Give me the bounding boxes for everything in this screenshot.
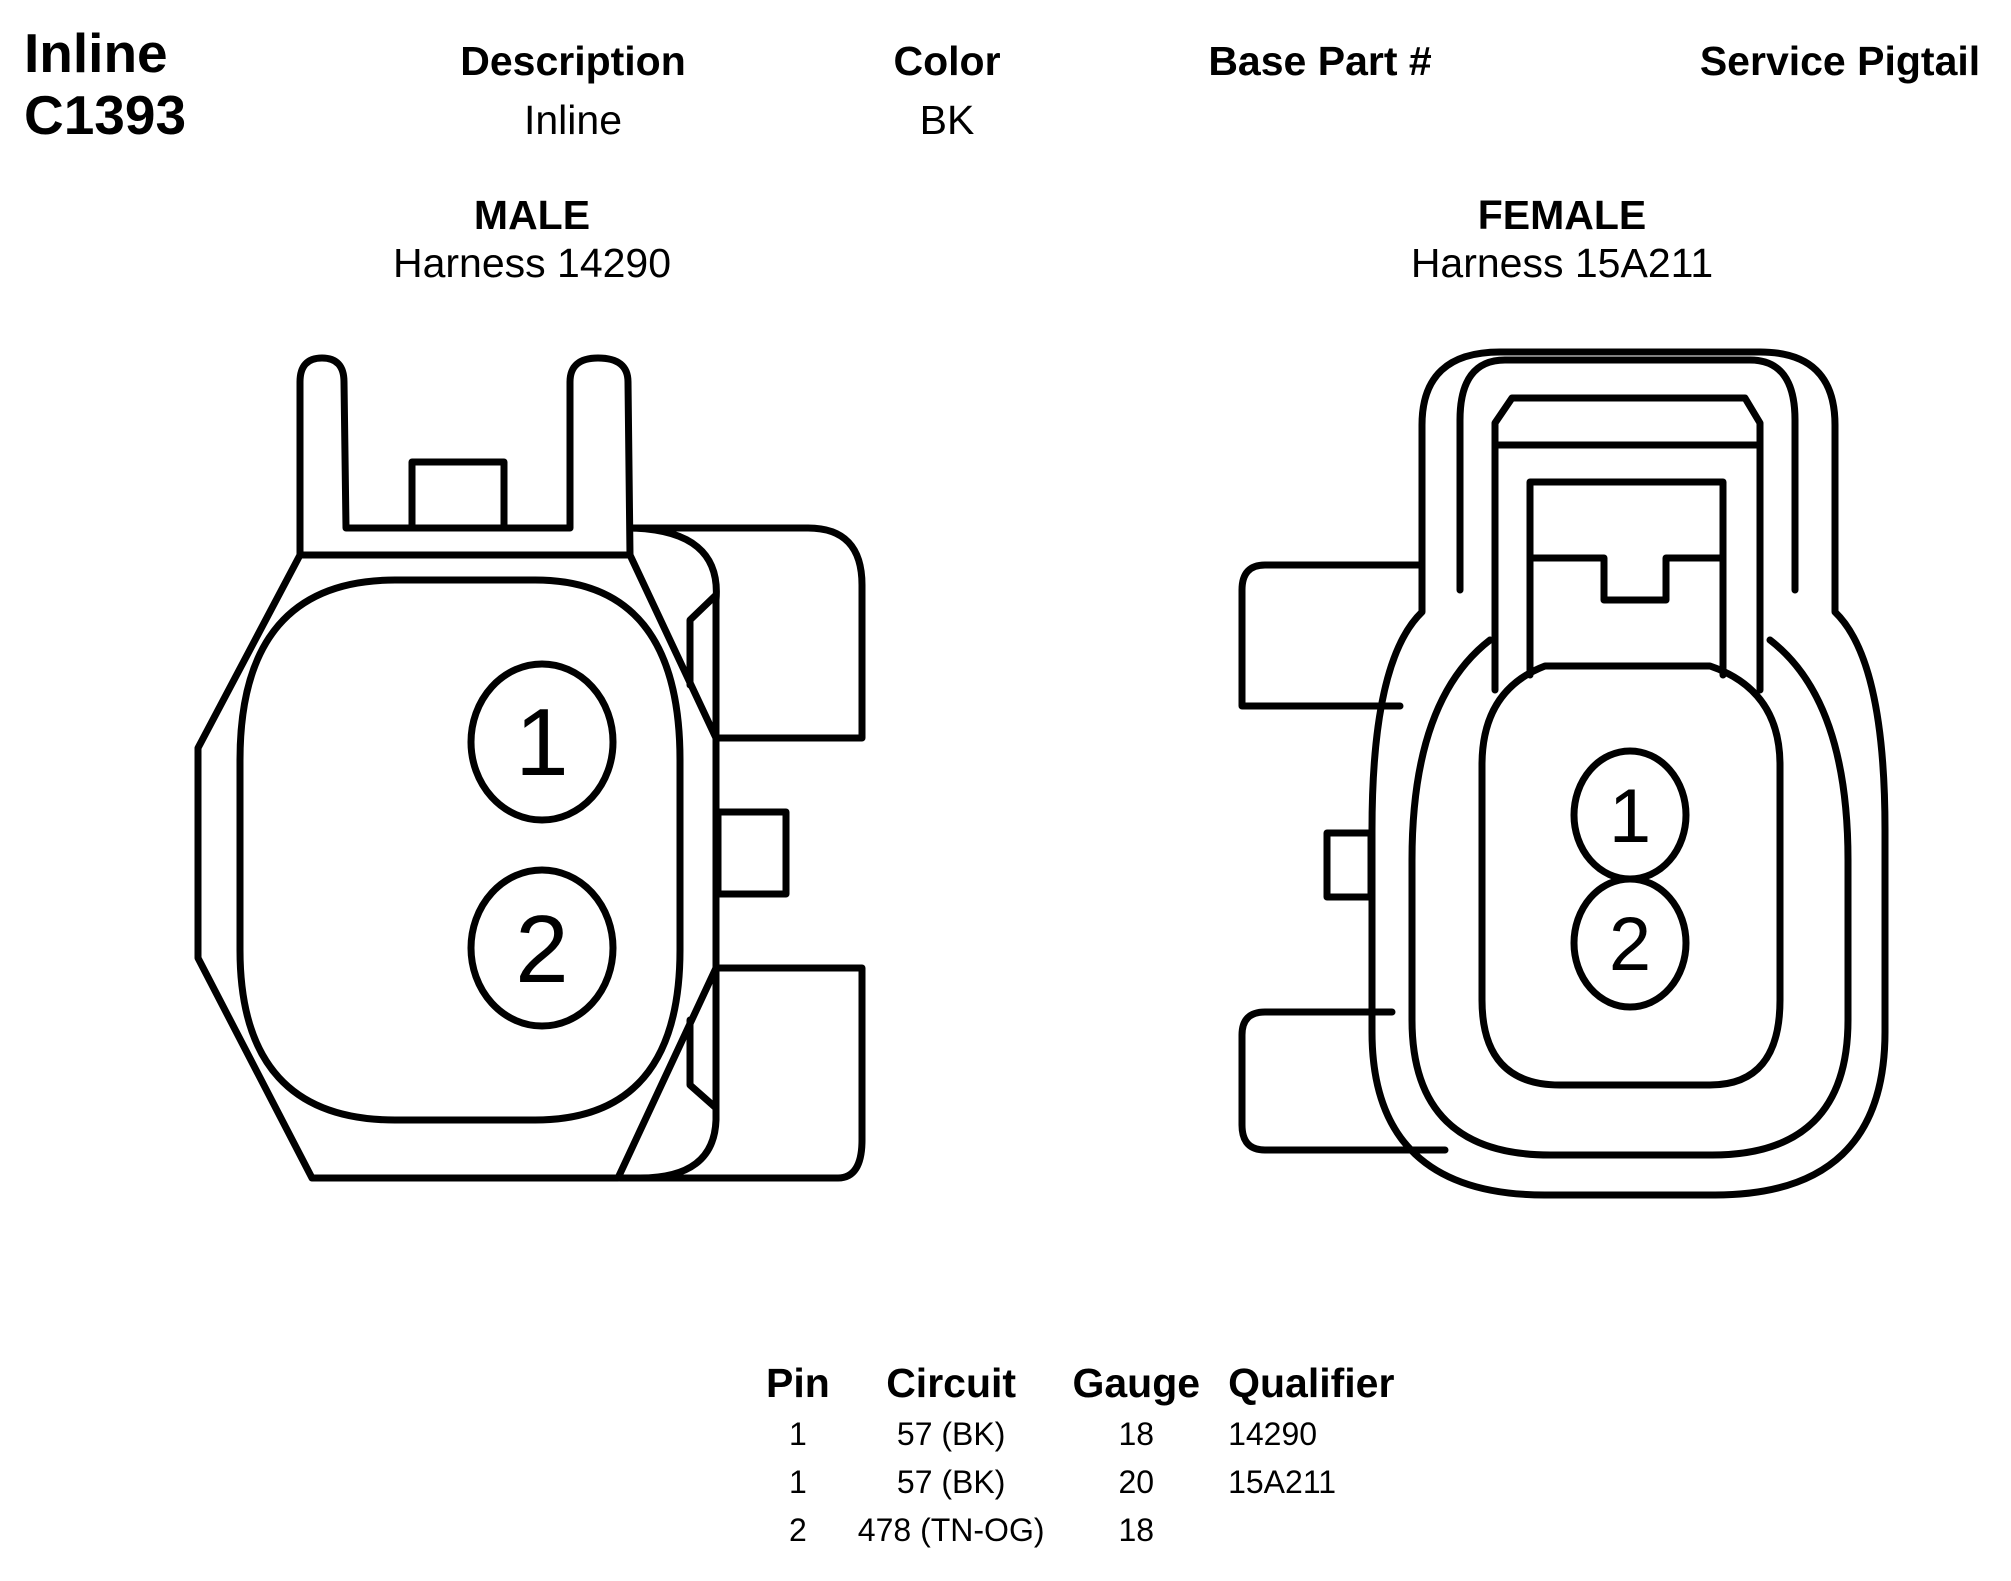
male-side-wall bbox=[626, 524, 720, 1182]
male-pin-2-circle bbox=[467, 866, 617, 1030]
pin-cell: 2 bbox=[789, 1511, 807, 1548]
male-side-tab bbox=[714, 808, 790, 898]
male-latch-upper bbox=[626, 524, 866, 742]
female-title: FEMALE bbox=[1477, 192, 1647, 238]
qualifier-column-header: Qualifier bbox=[1228, 1359, 1395, 1406]
female-hood-inner bbox=[1456, 356, 1799, 594]
description-header: Description bbox=[460, 38, 686, 84]
pin-cell: 1 bbox=[789, 1415, 807, 1452]
male-pin-1-circle bbox=[467, 660, 617, 824]
female-ring bbox=[1408, 636, 1852, 1159]
qualifier-cell: 15A211 bbox=[1228, 1463, 1337, 1500]
qualifier-cell: 14290 bbox=[1228, 1415, 1318, 1452]
pin-table: Pin Circuit Gauge Qualifier 1 57 (BK) 18… bbox=[752, 1356, 1408, 1554]
circuit-cell: 57 (BK) bbox=[896, 1463, 1006, 1500]
connector-type: Inline bbox=[24, 22, 168, 84]
male-housing bbox=[194, 551, 720, 1182]
circuit-column-header: Circuit bbox=[886, 1359, 1017, 1406]
gauge-cell: 20 bbox=[1118, 1463, 1155, 1500]
female-pin-1-label: 1 bbox=[1609, 774, 1651, 859]
female-connector-face bbox=[1238, 348, 1889, 1199]
female-latch-frame bbox=[1491, 394, 1764, 694]
male-pin-1-label: 1 bbox=[515, 689, 568, 796]
table-row: 1 57 (BK) 18 14290 bbox=[752, 1410, 1408, 1458]
male-title: MALE bbox=[473, 192, 591, 238]
male-clip-upper bbox=[686, 591, 720, 689]
base-part-header: Base Part # bbox=[1208, 38, 1432, 84]
gauge-column-header: Gauge bbox=[1072, 1359, 1201, 1406]
male-harness: Harness 14290 bbox=[392, 240, 672, 286]
pin-cell: 1 bbox=[789, 1463, 807, 1500]
male-top-key bbox=[408, 458, 508, 532]
pin-column-header: Pin bbox=[766, 1359, 830, 1406]
female-latch-notch bbox=[1526, 554, 1727, 604]
circuit-cell: 478 (TN-OG) bbox=[857, 1511, 1045, 1548]
color-value: BK bbox=[919, 97, 975, 143]
female-tab-lower bbox=[1238, 1008, 1449, 1154]
pin-table-header-row: Pin Circuit Gauge Qualifier bbox=[752, 1356, 1408, 1410]
gauge-cell: 18 bbox=[1118, 1415, 1155, 1452]
female-latch-tongue bbox=[1526, 478, 1727, 679]
male-latch-lower bbox=[616, 964, 866, 1182]
connector-id: C1393 bbox=[24, 84, 187, 146]
female-housing bbox=[1368, 348, 1889, 1199]
table-row: 1 57 (BK) 20 15A211 bbox=[752, 1458, 1408, 1506]
male-cavity bbox=[236, 576, 684, 1124]
description-value: Inline bbox=[523, 97, 623, 143]
connector-title: Inline C1393 bbox=[24, 22, 186, 146]
male-clip-lower bbox=[686, 1016, 720, 1112]
gauge-cell: 18 bbox=[1118, 1511, 1155, 1548]
service-pigtail-header: Service Pigtail bbox=[1699, 38, 1981, 84]
male-pin-2-label: 2 bbox=[515, 896, 568, 1003]
female-insert bbox=[1478, 662, 1784, 1089]
table-row: 2 478 (TN-OG) 18 bbox=[752, 1506, 1408, 1554]
female-side-tab bbox=[1323, 829, 1375, 901]
female-pin-2-label: 2 bbox=[1609, 902, 1651, 987]
female-pin-2-circle bbox=[1570, 875, 1690, 1011]
circuit-cell: 57 (BK) bbox=[896, 1415, 1006, 1452]
female-tab-upper bbox=[1238, 561, 1426, 710]
female-harness: Harness 15A211 bbox=[1410, 240, 1714, 286]
qualifier-cell bbox=[1214, 1506, 1408, 1554]
color-header: Color bbox=[893, 38, 1001, 84]
male-connector-face bbox=[194, 354, 866, 1182]
